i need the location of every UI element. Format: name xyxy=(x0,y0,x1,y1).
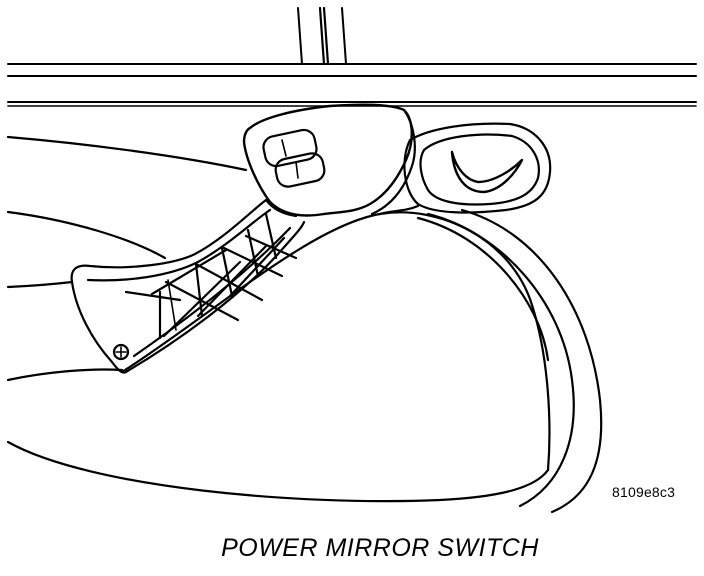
figure-caption: POWER MIRROR SWITCH xyxy=(221,534,539,562)
mounting-screw-icon xyxy=(112,343,130,361)
door-top-rails xyxy=(7,63,697,107)
door-pull-handle xyxy=(70,198,306,374)
door-latch-recess xyxy=(378,122,552,216)
switch-bezel xyxy=(242,103,416,218)
figure-reference-code: 8109e8c3 xyxy=(612,484,676,500)
window-pillar xyxy=(297,6,347,66)
mirror-switch-buttons xyxy=(262,128,326,188)
armrest xyxy=(120,208,603,514)
door-panel-contours xyxy=(6,135,550,503)
